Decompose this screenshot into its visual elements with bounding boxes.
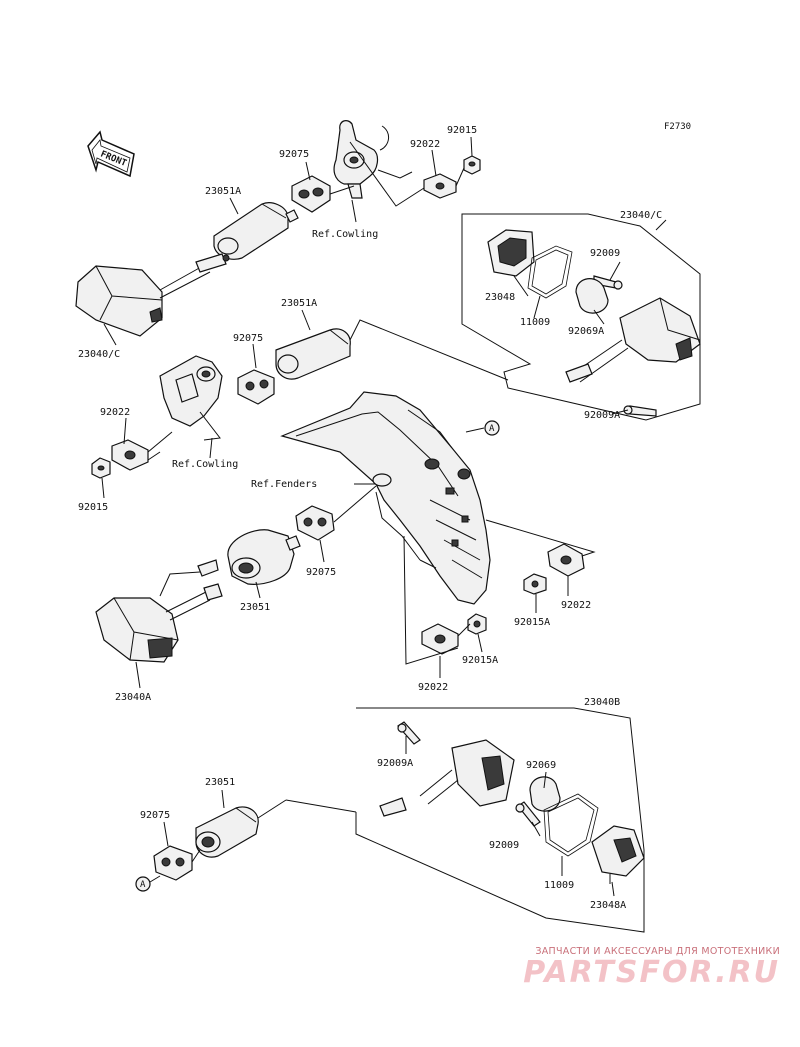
label-23048: 23048 xyxy=(485,292,515,303)
nut-92015a-right xyxy=(523,573,547,595)
label-ref-fenders: Ref.Fenders xyxy=(251,479,317,490)
label-ref-cowling-mid: Ref.Cowling xyxy=(172,459,238,470)
label-92075-lower: 92075 xyxy=(306,567,336,578)
label-23051-bottom: 23051 xyxy=(205,777,235,788)
label-23051-mid: 23051 xyxy=(240,602,270,613)
front-arrow-icon: FRONT xyxy=(87,130,135,178)
label-92022: 92022 xyxy=(410,139,440,150)
label-11009-bottom: 11009 xyxy=(544,880,574,891)
ref-marker-a-bottom: A xyxy=(135,875,161,892)
label-92015a-right: 92015A xyxy=(514,617,550,628)
label-23040c-left: 23040/C xyxy=(78,349,120,360)
label-23040b: 23040B xyxy=(584,697,620,708)
nut-92015-mid xyxy=(91,457,111,479)
leader-lines xyxy=(101,136,667,897)
label-92022-right: 92022 xyxy=(561,600,591,611)
label-23040a: 23040A xyxy=(115,692,151,703)
turn-signal-23040b-box xyxy=(285,707,645,933)
label-ref-cowling: Ref.Cowling xyxy=(312,229,378,240)
damper-23051-mid xyxy=(227,529,301,585)
label-92069a: 92069A xyxy=(568,326,604,337)
grommet-92075-top xyxy=(291,175,331,213)
label-92009a: 92009A xyxy=(584,410,620,421)
part-labels: 92075 92015 92022 23051A Ref.Cowling 230… xyxy=(78,125,662,911)
figure-code: F2730 xyxy=(664,122,691,132)
label-92015: 92015 xyxy=(447,125,477,136)
grommet-92075-lower xyxy=(295,505,335,541)
nut-92015-top xyxy=(463,155,481,175)
turn-signal-23040a xyxy=(95,559,223,663)
label-92015-mid: 92015 xyxy=(78,502,108,513)
nut-92015a-lower xyxy=(467,613,487,635)
label-92022-mid: 92022 xyxy=(100,407,130,418)
grommet-92075-bottom xyxy=(153,845,193,881)
watermark-subtitle: ЗАПЧАСТИ И АКСЕССУАРЫ ДЛЯ МОТОТЕХНИКИ xyxy=(535,946,780,957)
label-23048a: 23048A xyxy=(590,900,626,911)
label-92009-bottom: 92009 xyxy=(489,840,519,851)
label-92075-bottom: 92075 xyxy=(140,810,170,821)
label-92015a-lower: 92015A xyxy=(462,655,498,666)
label-92009: 92009 xyxy=(590,248,620,259)
watermark-brand: PARTSFOR.RU xyxy=(523,955,780,990)
label-23051a-mid: 23051A xyxy=(281,298,317,309)
label-11009: 11009 xyxy=(520,317,550,328)
label-92009a-bottom: 92009A xyxy=(377,758,413,769)
damper-23051-bottom xyxy=(195,806,259,858)
label-23040c-right: 23040/C xyxy=(620,210,662,221)
damper-23051a-top xyxy=(213,202,299,260)
turn-signal-23040c-left xyxy=(75,253,230,337)
label-92075: 92075 xyxy=(279,149,309,160)
cowling-bracket-top xyxy=(333,120,413,199)
ref-marker-a-top: A xyxy=(465,420,500,436)
label-92075-mid: 92075 xyxy=(233,333,263,344)
cowling-bracket-mid xyxy=(159,355,223,441)
watermark: ЗАПЧАСТИ И АКСЕССУАРЫ ДЛЯ МОТОТЕХНИКИ PA… xyxy=(460,946,780,989)
washer-92022-mid xyxy=(111,439,149,471)
rear-fender xyxy=(280,391,491,605)
turn-signal-23040c-right-box xyxy=(461,213,701,421)
svg-text:A: A xyxy=(140,880,146,890)
washer-92022-top xyxy=(423,173,457,199)
damper-23051a-mid xyxy=(275,328,351,380)
label-23051a: 23051A xyxy=(205,186,241,197)
washer-92022-right xyxy=(547,543,585,577)
svg-text:A: A xyxy=(489,424,495,434)
label-92022-lower: 92022 xyxy=(418,682,448,693)
grommet-92075-mid xyxy=(237,369,275,405)
label-92069: 92069 xyxy=(526,760,556,771)
washer-92022-lower xyxy=(421,623,459,655)
